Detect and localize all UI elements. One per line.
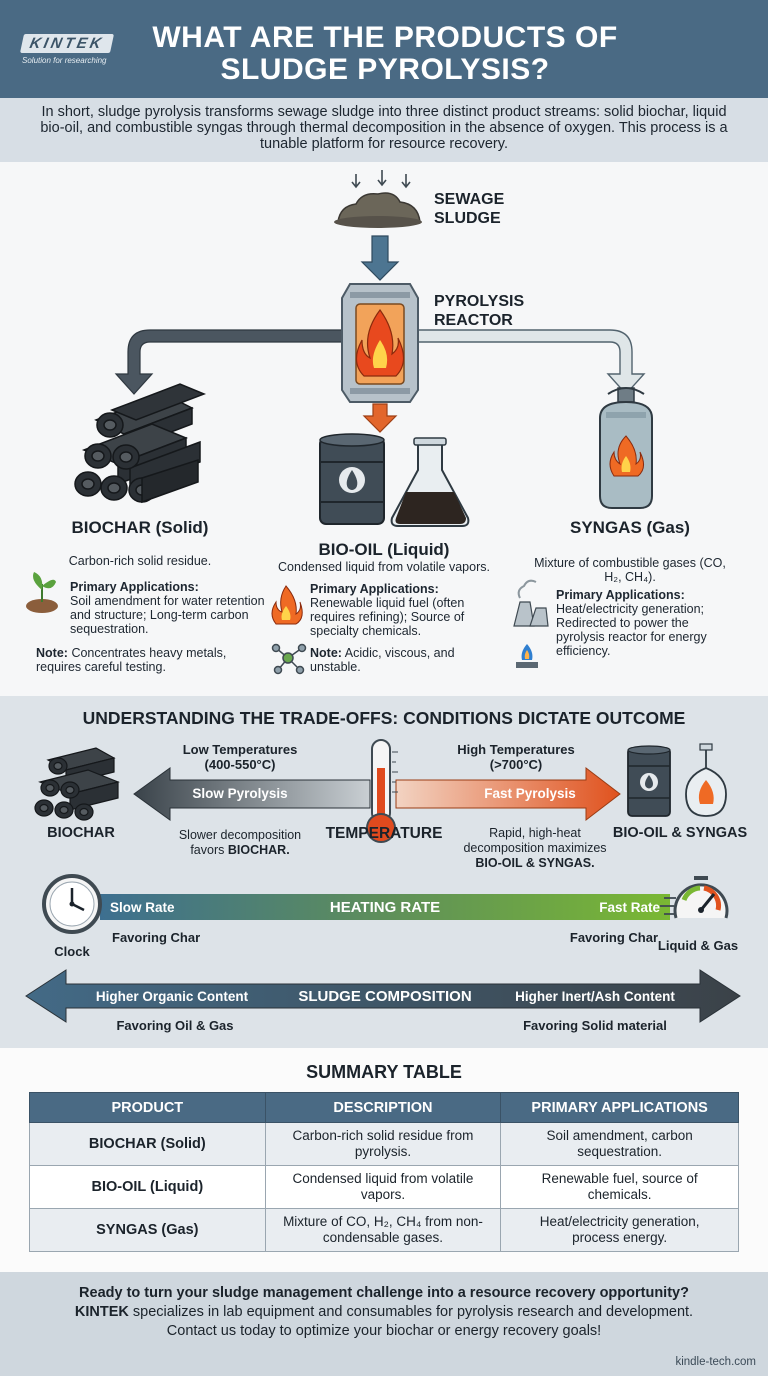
- intro-text: In short, sludge pyrolysis transforms se…: [0, 98, 768, 162]
- fast-rate-label: Fast Rate: [599, 900, 660, 915]
- tradeoffs-diagram: [25, 739, 741, 1023]
- biochar-small-icon: [34, 747, 120, 821]
- table-cell: Renewable fuel, source of chemicals.: [500, 1165, 739, 1209]
- table-header-row: PRODUCT DESCRIPTION PRIMARY APPLICATIONS: [29, 1092, 739, 1123]
- power-plant-icon: [513, 579, 549, 627]
- biooil-note: Note: Acidic, viscous, and unstable.: [310, 646, 455, 674]
- table-row: BIOCHAR (Solid) Carbon-rich solid residu…: [29, 1122, 739, 1166]
- low-temp-label: Low Temperatures(400-550°C): [182, 742, 298, 772]
- biooil-syngas-small-icon: [627, 743, 727, 817]
- higher-organic-label: Higher Organic Content: [95, 989, 249, 1004]
- table-cell: BIO-OIL (Liquid): [29, 1165, 266, 1209]
- favoring-solid-label: Favoring Solid material: [523, 1018, 667, 1033]
- tradeoffs-title: UNDERSTANDING THE TRADE-OFFS: CONDITIONS…: [82, 708, 686, 728]
- arrow-to-biochar: [114, 329, 351, 395]
- logo-tagline: Solution for researching: [22, 56, 107, 65]
- syngas-description: Mixture of combustible gases (CO, H₂, CH…: [534, 556, 726, 584]
- table-cell: SYNGAS (Gas): [29, 1208, 266, 1252]
- sludge-composition-label: SLUDGE COMPOSITION: [298, 988, 472, 1005]
- slow-pyrolysis-label: Slow Pyrolysis: [192, 786, 288, 801]
- flame-icon: [271, 585, 303, 625]
- sludge-composition-arrow: [25, 969, 741, 1023]
- table-cell: Mixture of CO, H₂, CH₄ from non-condensa…: [264, 1208, 502, 1252]
- biooil-app-text: Renewable liquid fuel (often requires re…: [310, 596, 465, 638]
- arrow-to-syngas: [409, 329, 646, 396]
- syngas-title: SYNGAS (Gas): [570, 518, 690, 537]
- biochar-logs-icon: [74, 383, 207, 504]
- column-header-applications: PRIMARY APPLICATIONS: [500, 1092, 739, 1123]
- table-cell: Heat/electricity generation, process ene…: [500, 1208, 739, 1252]
- table-row: SYNGAS (Gas) Mixture of CO, H₂, CH₄ from…: [29, 1208, 739, 1252]
- heating-rate-label: HEATING RATE: [329, 899, 441, 916]
- summary-table: PRODUCT DESCRIPTION PRIMARY APPLICATIONS…: [29, 1092, 739, 1252]
- biooil-title: BIO-OIL (Liquid): [318, 540, 450, 559]
- biochar-app-label: Primary Applications:: [70, 580, 199, 594]
- footer-cta: Ready to turn your sludge management cha…: [74, 1285, 694, 1339]
- slow-pyrolysis-arrow: [133, 767, 371, 821]
- thermometer-icon: [366, 739, 398, 843]
- liquid-gas-label: Liquid & Gas: [657, 938, 739, 953]
- biochar-app-text: Soil amendment for water retention and s…: [70, 594, 265, 636]
- summary-title: SUMMARY TABLE: [306, 1062, 462, 1082]
- process-flow-diagram: [26, 170, 653, 675]
- favoring-char-right: Favoring Char: [569, 930, 658, 945]
- fast-pyrolysis-label: Fast Pyrolysis: [484, 786, 576, 801]
- slow-rate-label: Slow Rate: [110, 900, 175, 915]
- logo-text: KINTEK: [19, 34, 114, 53]
- clock-icon: [42, 874, 102, 934]
- molecule-icon: [271, 643, 307, 675]
- gas-cylinder-icon: [599, 387, 653, 509]
- oil-barrel-icon: [319, 433, 385, 525]
- higher-inert-label: Higher Inert/Ash Content: [515, 989, 675, 1004]
- burner-icon: [516, 644, 538, 668]
- table-cell: BIOCHAR (Solid): [29, 1122, 266, 1166]
- favoring-char-left: Favoring Char: [112, 930, 201, 945]
- sludge-pile-icon: [334, 192, 422, 228]
- biooil-description: Condensed liquid from volatile vapors.: [278, 560, 490, 574]
- biochar-title: BIOCHAR (Solid): [71, 518, 209, 537]
- clock-label: Clock: [54, 944, 90, 959]
- slow-caption: Slower decomposition favors BIOCHAR.: [178, 828, 302, 857]
- syngas-app-label: Primary Applications:: [556, 588, 685, 602]
- website-link[interactable]: kindle-tech.com: [675, 1356, 756, 1368]
- arrow-to-biooil: [362, 403, 398, 433]
- arrow-to-reactor: [360, 235, 400, 281]
- header: KINTEK Solution for researching WHAT ARE…: [0, 0, 768, 98]
- column-header-product: PRODUCT: [29, 1092, 266, 1123]
- column-header-description: DESCRIPTION: [264, 1092, 502, 1123]
- temperature-label: TEMPERATURE: [325, 825, 443, 842]
- table-row: BIO-OIL (Liquid) Condensed liquid from v…: [29, 1165, 739, 1209]
- biochar-note: Note: Concentrates heavy metals, require…: [36, 646, 227, 674]
- syngas-app-text: Heat/electricity generation; Redirected …: [556, 602, 707, 658]
- pyrolysis-reactor-icon: [341, 283, 419, 403]
- biochar-description: Carbon-rich solid residue.: [68, 554, 212, 568]
- biochar-outcome-label: BIOCHAR: [47, 825, 115, 841]
- down-arrows-icon: [351, 170, 411, 189]
- sprout-icon: [26, 572, 58, 613]
- flask-icon: [390, 437, 470, 527]
- speedometer-icon: [660, 876, 729, 919]
- biooil-syngas-outcome-label: BIO-OIL & SYNGAS: [612, 825, 748, 841]
- fast-pyrolysis-arrow: [395, 766, 621, 822]
- high-temp-label: High Temperatures(>700°C): [457, 742, 575, 772]
- tradeoffs-section: UNDERSTANDING THE TRADE-OFFS: CONDITIONS…: [0, 696, 768, 1048]
- table-cell: Carbon-rich solid residue from pyrolysis…: [264, 1122, 502, 1166]
- fast-caption: Rapid, high-heat decomposition maximizes…: [463, 826, 607, 870]
- page-title: WHAT ARE THE PRODUCTS OF SLUDGE PYROLYSI…: [152, 21, 618, 86]
- heating-rate-bar: [100, 894, 670, 920]
- kintek-logo[interactable]: KINTEK Solution for researching: [19, 34, 138, 65]
- biooil-app-label: Primary Applications:: [310, 582, 439, 596]
- summary-section: SUMMARY TABLE PRODUCT DESCRIPTION PRIMAR…: [0, 1048, 768, 1272]
- table-cell: Soil amendment, carbon sequestration.: [500, 1122, 739, 1166]
- footer: Ready to turn your sludge management cha…: [0, 1272, 768, 1376]
- table-cell: Condensed liquid from volatile vapors.: [264, 1165, 502, 1209]
- favoring-oil-gas-label: Favoring Oil & Gas: [116, 1018, 234, 1033]
